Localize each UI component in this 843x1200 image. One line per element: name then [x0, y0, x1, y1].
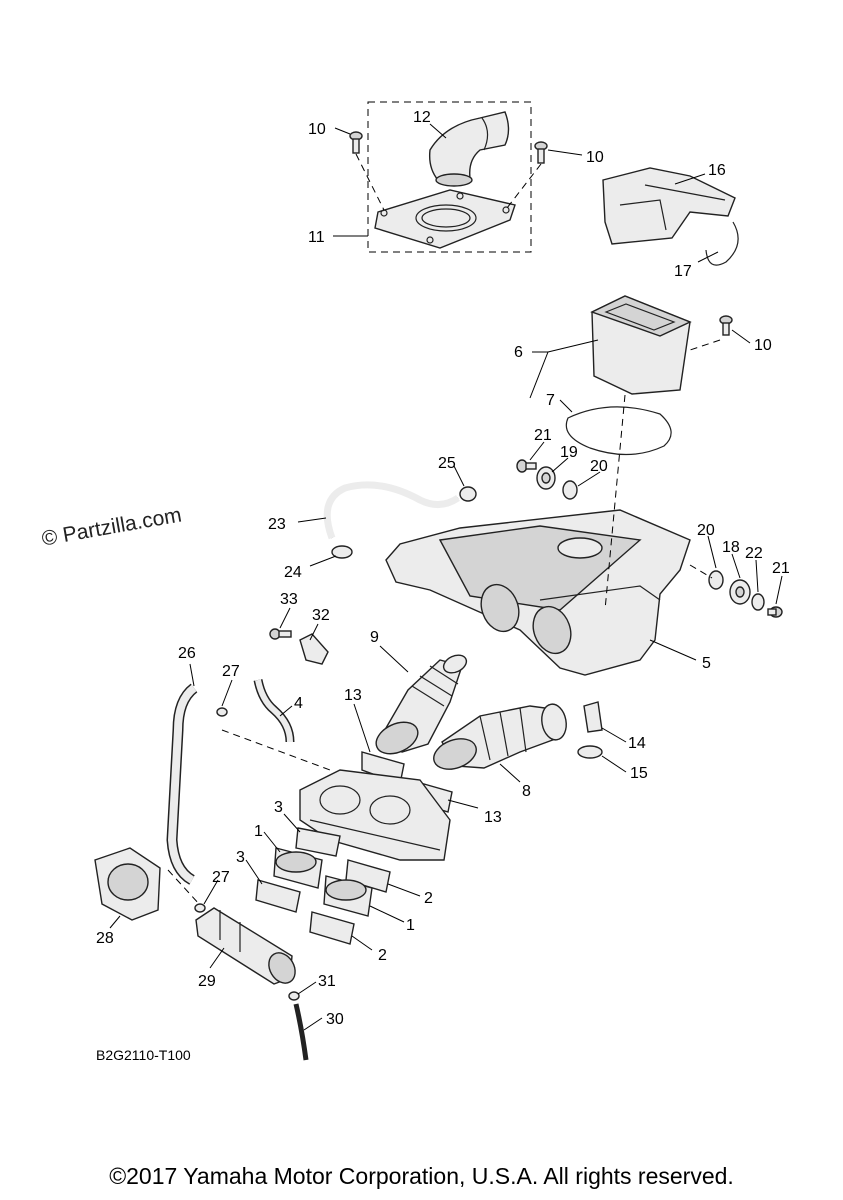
part-1-joint-lower[interactable]: [323, 875, 373, 917]
diagram-code: B2G2110-T100: [96, 1047, 191, 1063]
callout-8: 8: [522, 783, 531, 800]
callout-13: 13: [344, 687, 362, 704]
callout-11: 11: [308, 229, 325, 246]
callout-15: 15: [630, 765, 648, 782]
callout-2: 2: [424, 890, 433, 907]
copyright-notice: ©2017 Yamaha Motor Corporation, U.S.A. A…: [109, 1163, 734, 1189]
callout-20: 20: [590, 458, 608, 475]
part-5-air-box[interactable]: [385, 509, 691, 676]
callout-25: 25: [438, 455, 456, 472]
part-33-bolt[interactable]: [269, 628, 292, 640]
part-10-bolt-left[interactable]: [349, 131, 363, 154]
part-7-seal-ring[interactable]: [565, 406, 672, 456]
part-3-boot-upper[interactable]: [295, 827, 341, 857]
part-22-washer[interactable]: [751, 593, 765, 611]
callout-26: 26: [178, 645, 196, 662]
callout-21: 21: [534, 427, 552, 444]
part-11-plate[interactable]: [374, 189, 516, 249]
callout-1: 1: [406, 917, 415, 934]
part-12-elbow-duct[interactable]: [428, 111, 510, 187]
callout-23: 23: [268, 516, 286, 533]
part-4-hose[interactable]: [253, 679, 295, 743]
callout-28: 28: [96, 930, 114, 947]
part-27-clip-lower[interactable]: [194, 903, 206, 913]
callout-32: 32: [312, 607, 330, 624]
leader-lines: [109, 123, 783, 1031]
part-23-breather-hose[interactable]: [323, 481, 460, 540]
callout-31: 31: [318, 973, 336, 990]
part-19-grommet[interactable]: [536, 466, 556, 490]
part-15-clamp[interactable]: [577, 745, 603, 759]
part-20-collar-upper[interactable]: [562, 480, 578, 500]
callout-6: 6: [514, 344, 523, 361]
callout-27: 27: [212, 869, 230, 886]
part-21-bolt-right[interactable]: [767, 606, 783, 618]
callout-7: 7: [546, 392, 555, 409]
part-31-clip[interactable]: [288, 991, 300, 1001]
part-6-intake-funnel[interactable]: [590, 295, 692, 395]
part-16-cover[interactable]: [602, 167, 736, 245]
part-25-hose-clamp[interactable]: [459, 486, 477, 502]
part-14-drain-hose[interactable]: [583, 701, 603, 733]
part-9-intake-joint[interactable]: [371, 652, 469, 760]
part-2-joint-upper[interactable]: [345, 859, 391, 893]
callout-10: 10: [754, 337, 772, 354]
callout-4: 4: [294, 695, 303, 712]
callout-29: 29: [198, 973, 216, 990]
part-10-bolt-funnel[interactable]: [719, 315, 733, 336]
callout-2: 2: [378, 947, 387, 964]
callout-1: 1: [254, 823, 263, 840]
callout-10: 10: [586, 149, 604, 166]
callout-21: 21: [772, 560, 790, 577]
callout-16: 16: [708, 162, 726, 179]
part-26-hose[interactable]: [166, 683, 198, 885]
callout-30: 30: [326, 1011, 344, 1028]
part-32-sensor[interactable]: [299, 633, 329, 665]
part-29-fuel-pump[interactable]: [195, 907, 300, 988]
callout-14: 14: [628, 735, 646, 752]
part-8-intake-joint[interactable]: [430, 702, 569, 774]
callout-5: 5: [702, 655, 711, 672]
callout-33: 33: [280, 591, 298, 608]
part-1-joint-upper[interactable]: [273, 847, 323, 889]
callout-17: 17: [674, 263, 692, 280]
part-17-clip[interactable]: [705, 221, 739, 266]
part-20-collar-right[interactable]: [708, 570, 724, 590]
callout-3: 3: [274, 799, 283, 816]
part-28-bracket[interactable]: [94, 847, 161, 921]
callout-12: 12: [413, 109, 431, 126]
callout-27: 27: [222, 663, 240, 680]
part-10-bolt-right[interactable]: [534, 141, 548, 164]
part-3-boot-lower[interactable]: [255, 879, 301, 913]
callout-22: 22: [745, 545, 763, 562]
callout-labels: 10 12 10 11 16 17 10 6 7 21 19 20 25 23 …: [96, 109, 790, 1028]
callout-9: 9: [370, 629, 379, 646]
part-27-clip-upper[interactable]: [216, 707, 228, 717]
part-24-hose-clamp[interactable]: [331, 545, 353, 559]
callout-10: 10: [308, 121, 326, 138]
callout-20: 20: [697, 522, 715, 539]
callout-19: 19: [560, 444, 578, 461]
part-30-fuel-line[interactable]: [293, 1003, 309, 1061]
part-2-joint-lower[interactable]: [309, 911, 355, 945]
part-18-grommet[interactable]: [729, 579, 751, 605]
callout-24: 24: [284, 564, 302, 581]
part-21-bolt-upper[interactable]: [516, 459, 537, 473]
callout-13: 13: [484, 809, 502, 826]
callout-18: 18: [722, 539, 740, 556]
callout-3: 3: [236, 849, 245, 866]
